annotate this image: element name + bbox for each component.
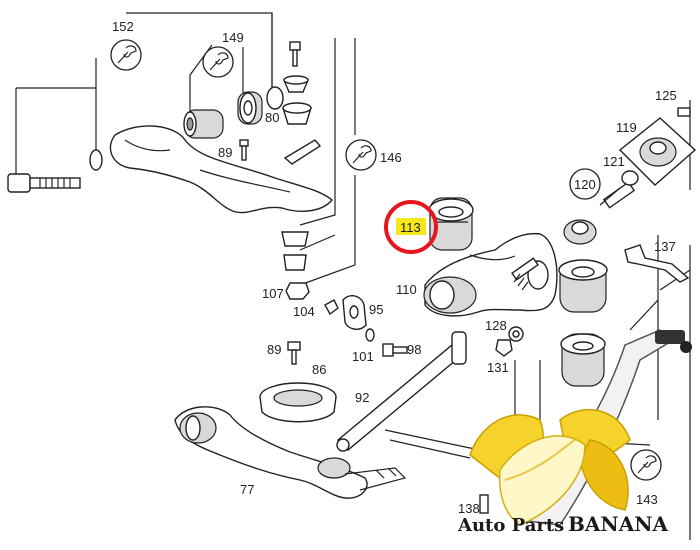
callout-92: 92 — [355, 390, 369, 405]
stabilizer-link-92 — [336, 331, 467, 452]
callout-128: 128 — [485, 318, 507, 333]
link-hardware — [324, 294, 408, 357]
banana-logo-icon — [469, 329, 692, 526]
bushing-set-149 — [183, 86, 284, 139]
nut-stack-107 — [281, 231, 310, 300]
part-138 — [479, 494, 489, 514]
bushing-right — [558, 259, 608, 387]
highlight-113 — [384, 200, 438, 254]
callout-104: 104 — [293, 304, 315, 319]
part-circle-120 — [569, 168, 601, 200]
washers-128-131 — [495, 326, 524, 357]
callout-138: 138 — [458, 501, 480, 516]
wrench-icon-149 — [202, 46, 234, 78]
callout-77: 77 — [240, 482, 254, 497]
spring-pad — [259, 341, 337, 423]
callout-89-lower: 89 — [267, 342, 281, 357]
callout-121: 121 — [603, 154, 625, 169]
callout-80: 80 — [265, 110, 279, 125]
wrench-icon-152 — [110, 39, 142, 71]
bracket-137 — [624, 244, 690, 283]
callout-143: 143 — [636, 492, 658, 507]
watermark-text-a: Auto Parts — [457, 515, 564, 536]
callout-119: 119 — [616, 120, 637, 135]
callout-131: 131 — [487, 360, 509, 375]
upper-control-arm — [109, 125, 333, 214]
callout-146: 146 — [380, 150, 402, 165]
watermark-text-b: BANANA — [568, 512, 669, 536]
callout-152: 152 — [112, 19, 134, 34]
callout-149: 149 — [222, 30, 244, 45]
strut-mount — [563, 107, 697, 245]
callout-113: 113 — [400, 220, 421, 235]
threaded-stud — [511, 257, 539, 291]
callout-98: 98 — [407, 342, 421, 357]
callout-120: 120 — [574, 177, 596, 192]
callout-137: 137 — [654, 239, 676, 254]
wrench-icon-143 — [630, 449, 662, 481]
callout-101: 101 — [352, 349, 374, 364]
callout-125: 125 — [655, 88, 677, 103]
upper-fasteners — [239, 41, 322, 165]
lower-control-arm — [174, 406, 407, 499]
callout-86: 86 — [312, 362, 326, 377]
subframe-bracket — [423, 232, 558, 317]
callout-110: 110 — [396, 282, 417, 297]
bushing-113-group — [428, 197, 474, 251]
long-bolt — [7, 149, 103, 193]
wrench-icon-146 — [345, 139, 377, 171]
callout-89-upper: 89 — [218, 145, 232, 160]
callout-95: 95 — [369, 302, 383, 317]
callout-107: 107 — [262, 286, 284, 301]
